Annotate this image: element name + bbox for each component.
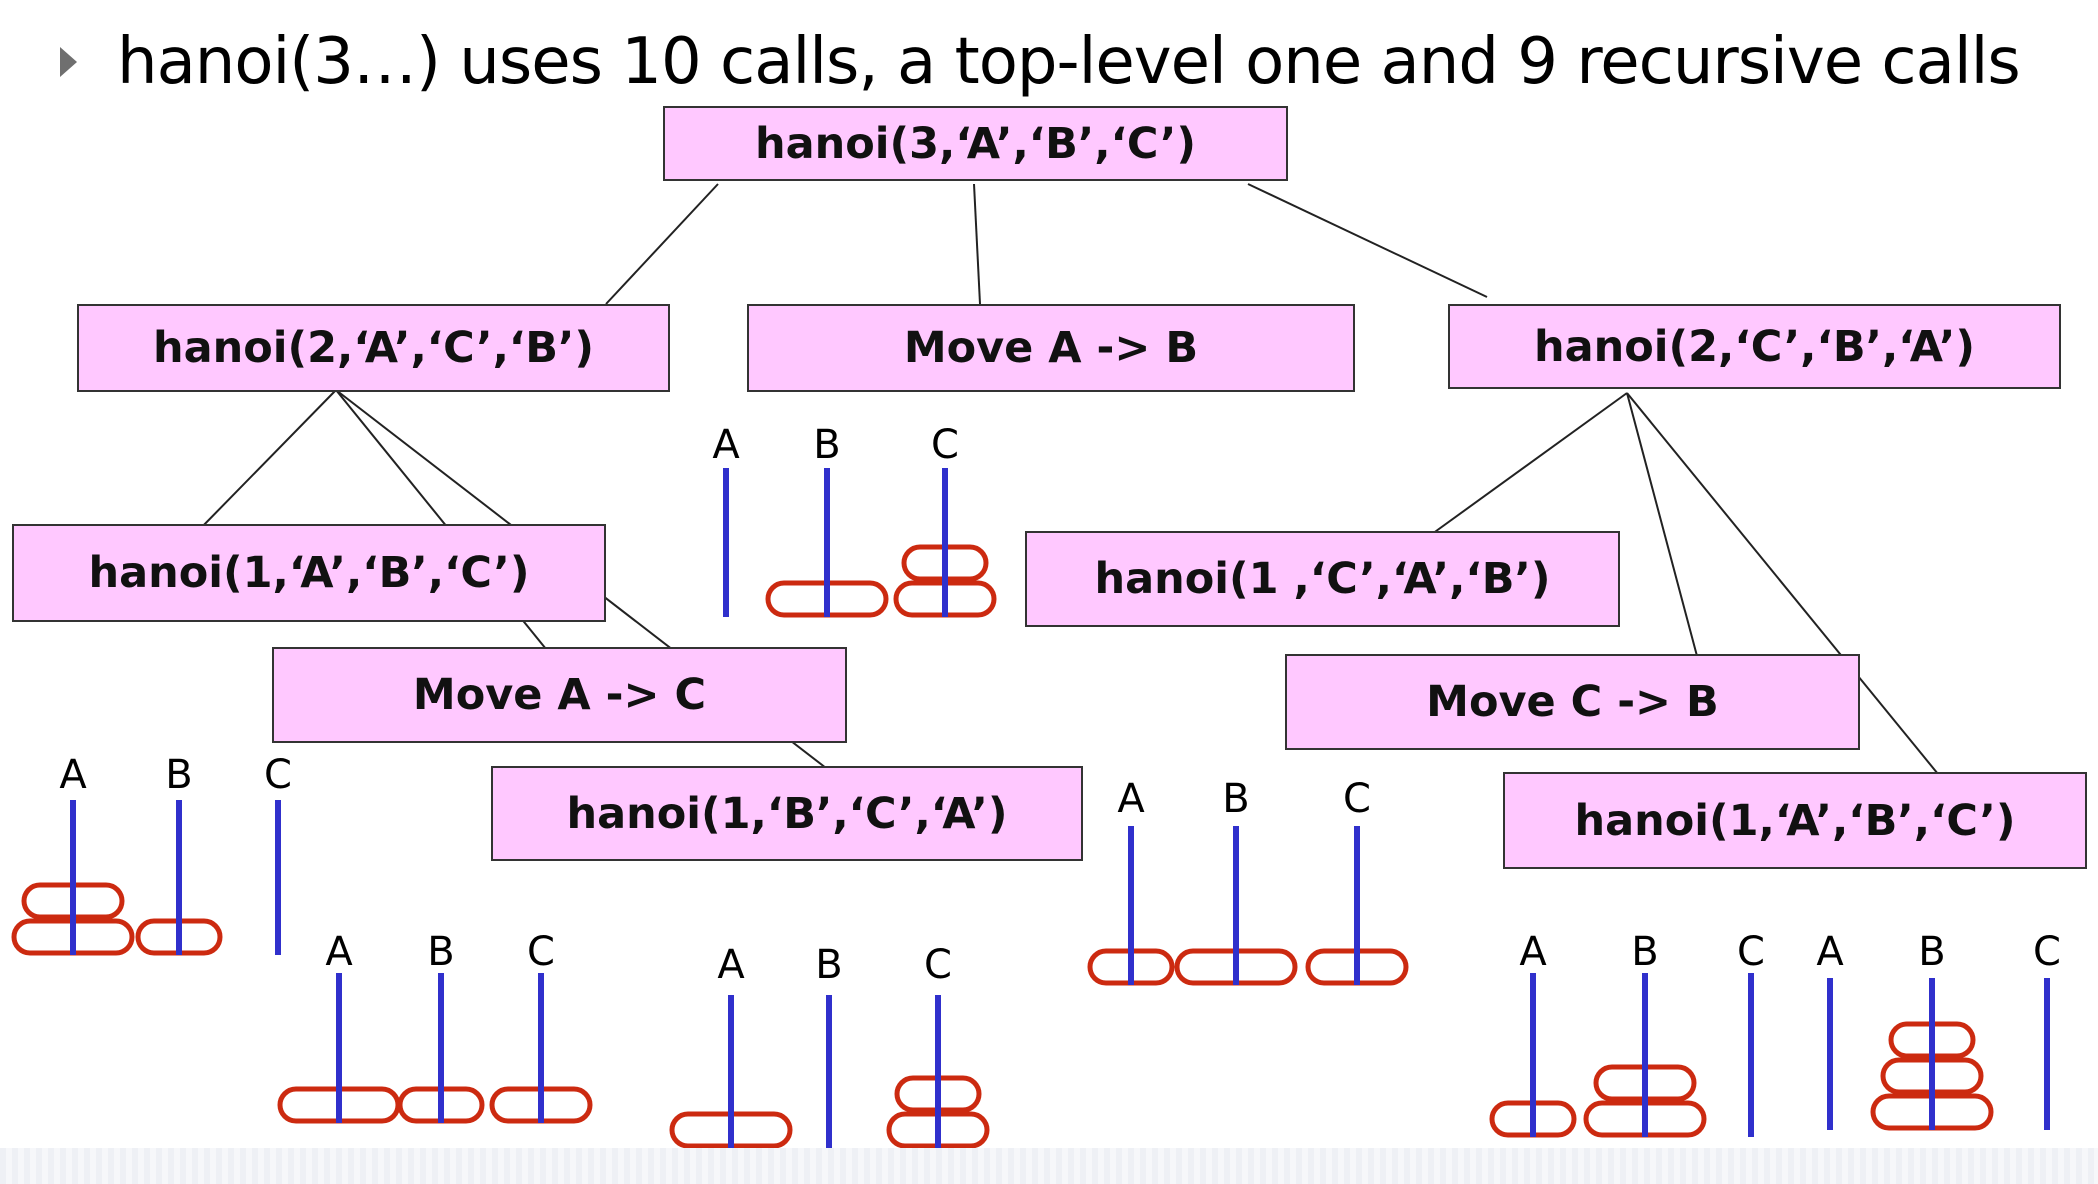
peg-label-c: C [527, 929, 555, 975]
state-1: A B C [11, 752, 292, 956]
edge-right2-move-cb [1626, 392, 1698, 657]
edge-root-left2 [605, 183, 719, 305]
peg-label-c: C [931, 422, 959, 468]
peg-label-b: B [165, 752, 192, 798]
edge-right2-r1a [1431, 392, 1628, 535]
peg-label-c: C [2033, 929, 2061, 975]
edge-right2-r1b [1626, 392, 1939, 775]
peg-label-a: A [1117, 776, 1145, 822]
peg-label-b: B [1918, 929, 1945, 975]
peg-label-b: B [1222, 776, 1249, 822]
peg-label-c: C [1737, 929, 1765, 975]
bullet-arrow-icon [60, 47, 77, 77]
peg-label-a: A [717, 942, 745, 988]
node-move-ab: Move A -> B [747, 304, 1355, 392]
node-root: hanoi(3,‘A’,‘B’,‘C’) [663, 106, 1288, 181]
node-move-ac: Move A -> C [272, 647, 847, 743]
peg-label-a: A [712, 422, 740, 468]
peg-label-b: B [813, 422, 840, 468]
peg-label-a: A [325, 929, 353, 975]
node-l1a: hanoi(1,‘A’,‘B’,‘C’) [12, 524, 606, 622]
peg-label-c: C [924, 942, 952, 988]
edge-root-right2 [1247, 183, 1488, 298]
peg-label-b: B [1631, 929, 1658, 975]
state-5: A B C [1489, 929, 1765, 1138]
state-3: A B C [669, 942, 990, 1149]
state-6: A B C [1816, 929, 2061, 1131]
peg-label-a: A [1816, 929, 1844, 975]
peg-label-a: A [1519, 929, 1547, 975]
node-right2: hanoi(2,‘C’,‘B’,‘A’) [1448, 304, 2061, 389]
peg-label-a: A [59, 752, 87, 798]
state-2: A B C [277, 929, 593, 1124]
peg-label-c: C [1343, 776, 1371, 822]
state-after-move-ab: A B C [712, 422, 997, 618]
peg-label-b: B [815, 942, 842, 988]
node-r1b: hanoi(1,‘A’,‘B’,‘C’) [1503, 772, 2087, 869]
footer-band [0, 1148, 2098, 1184]
peg-states: A B C A B C A B C A B C A B C A B C A B C [11, 422, 2061, 1149]
peg-label-c: C [264, 752, 292, 798]
node-left2: hanoi(2,‘A’,‘C’,‘B’) [77, 304, 670, 392]
edge-left2-l1a [196, 389, 337, 533]
bullet-text: hanoi(3…) uses 10 calls, a top-level one… [117, 25, 2021, 99]
node-r1a: hanoi(1 ,‘C’,‘A’,‘B’) [1025, 531, 1620, 627]
edge-root-move-ab [973, 183, 981, 305]
node-move-cb: Move C -> B [1285, 654, 1860, 750]
node-l1b: hanoi(1,‘B’,‘C’,‘A’) [491, 766, 1083, 861]
peg-label-b: B [427, 929, 454, 975]
bullet-row: hanoi(3…) uses 10 calls, a top-level one… [60, 20, 2021, 104]
state-4: A B C [1087, 776, 1409, 986]
